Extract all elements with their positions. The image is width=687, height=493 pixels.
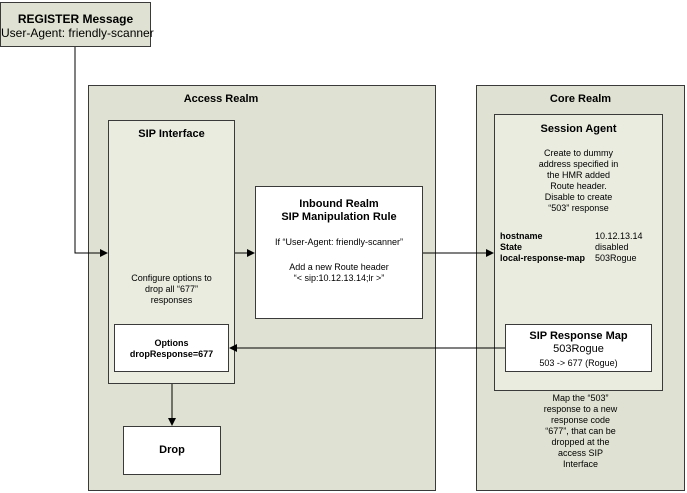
drop-title: Drop <box>159 444 185 456</box>
prop-key-local-response-map: local-response-map <box>500 253 586 263</box>
register-title: REGISTER Message <box>17 12 134 26</box>
options-value: dropResponse=677 <box>129 349 214 359</box>
response-map-mapping: 503 -> 677 (Rogue) <box>539 358 618 368</box>
session-agent-title: Session Agent <box>540 123 617 135</box>
sip-manipulation-rule-box: Inbound Realm SIP Manipulation Rule If “… <box>255 186 423 319</box>
options-box: Options dropResponse=677 <box>114 324 229 372</box>
prop-value-hostname: 10.12.13.14 <box>595 231 643 241</box>
rule-title-line2: SIP Manipulation Rule <box>281 211 397 223</box>
rule-condition: If “User-Agent: friendly-scanner” <box>274 237 404 247</box>
rule-action: Add a new Route header “< sip:10.12.13.1… <box>289 262 389 283</box>
prop-key-state: State <box>500 242 523 252</box>
response-map-note: Map the “503” response to a new response… <box>543 393 618 469</box>
prop-key-hostname: hostname <box>500 231 543 241</box>
sip-interface-note: Configure options to drop all “677” resp… <box>131 273 212 305</box>
register-message-box: REGISTER Message User-Agent: friendly-sc… <box>0 2 154 47</box>
sip-response-map-box: SIP Response Map 503Rogue 503 -> 677 (Ro… <box>505 324 652 372</box>
register-user-agent: User-Agent: friendly-scanner <box>1 26 154 40</box>
core-realm-title: Core Realm <box>549 93 612 105</box>
session-agent-note: Create to dummy address specified in the… <box>538 148 619 213</box>
prop-value-local-response-map: 503Rogue <box>595 253 637 263</box>
prop-value-state: disabled <box>595 242 629 252</box>
sip-interface-title: SIP Interface <box>138 128 205 140</box>
response-map-name: 503Rogue <box>553 343 604 355</box>
arrow-register-to-sip-interface <box>74 47 108 257</box>
response-map-title: SIP Response Map <box>529 330 628 342</box>
access-realm-title: Access Realm <box>183 93 259 105</box>
rule-title-line1: Inbound Realm <box>299 198 379 210</box>
options-title: Options <box>154 338 189 348</box>
drop-box: Drop <box>123 426 221 475</box>
